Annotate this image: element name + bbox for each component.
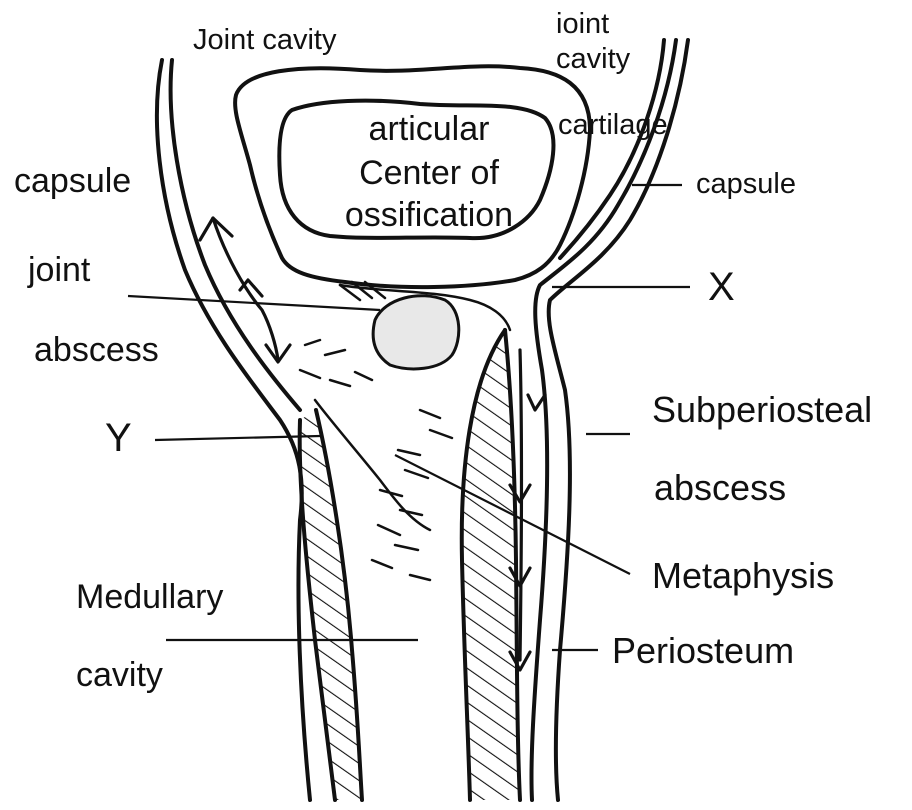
label-medullary-line1: Medullary	[76, 580, 223, 614]
joint-abscess-blob	[373, 296, 459, 369]
label-capsule-left: capsule	[14, 164, 131, 198]
label-ossification: ossification	[304, 198, 554, 232]
left-cortex-hatching	[290, 400, 370, 800]
right-arrow-head-1	[528, 395, 545, 410]
label-capsule-right: capsule	[696, 170, 796, 199]
label-medullary-line2: cavity	[76, 658, 163, 692]
label-joint-cavity-right-line2: cavity	[556, 45, 630, 74]
y-leader	[155, 436, 320, 440]
label-periosteum: Periosteum	[612, 633, 794, 669]
label-joint-abscess-line2: abscess	[34, 333, 159, 367]
label-articular: articular	[314, 112, 544, 146]
right-arrow-shaft	[520, 350, 522, 660]
label-x: X	[708, 267, 735, 307]
label-center-of: Center of	[304, 156, 554, 190]
label-y: Y	[105, 418, 132, 458]
label-metaphysis: Metaphysis	[652, 558, 834, 594]
label-joint-abscess-line1: joint	[28, 253, 90, 287]
label-joint-cavity-top: Joint cavity	[193, 26, 336, 55]
label-joint-cavity-right-line1: ioint	[556, 10, 609, 39]
label-subperiosteal-line1: Subperiosteal	[652, 392, 872, 428]
label-subperiosteal-line2: abscess	[654, 470, 786, 506]
right-cortex-hatching	[455, 320, 525, 800]
label-cartilage: cartilage	[558, 111, 668, 140]
